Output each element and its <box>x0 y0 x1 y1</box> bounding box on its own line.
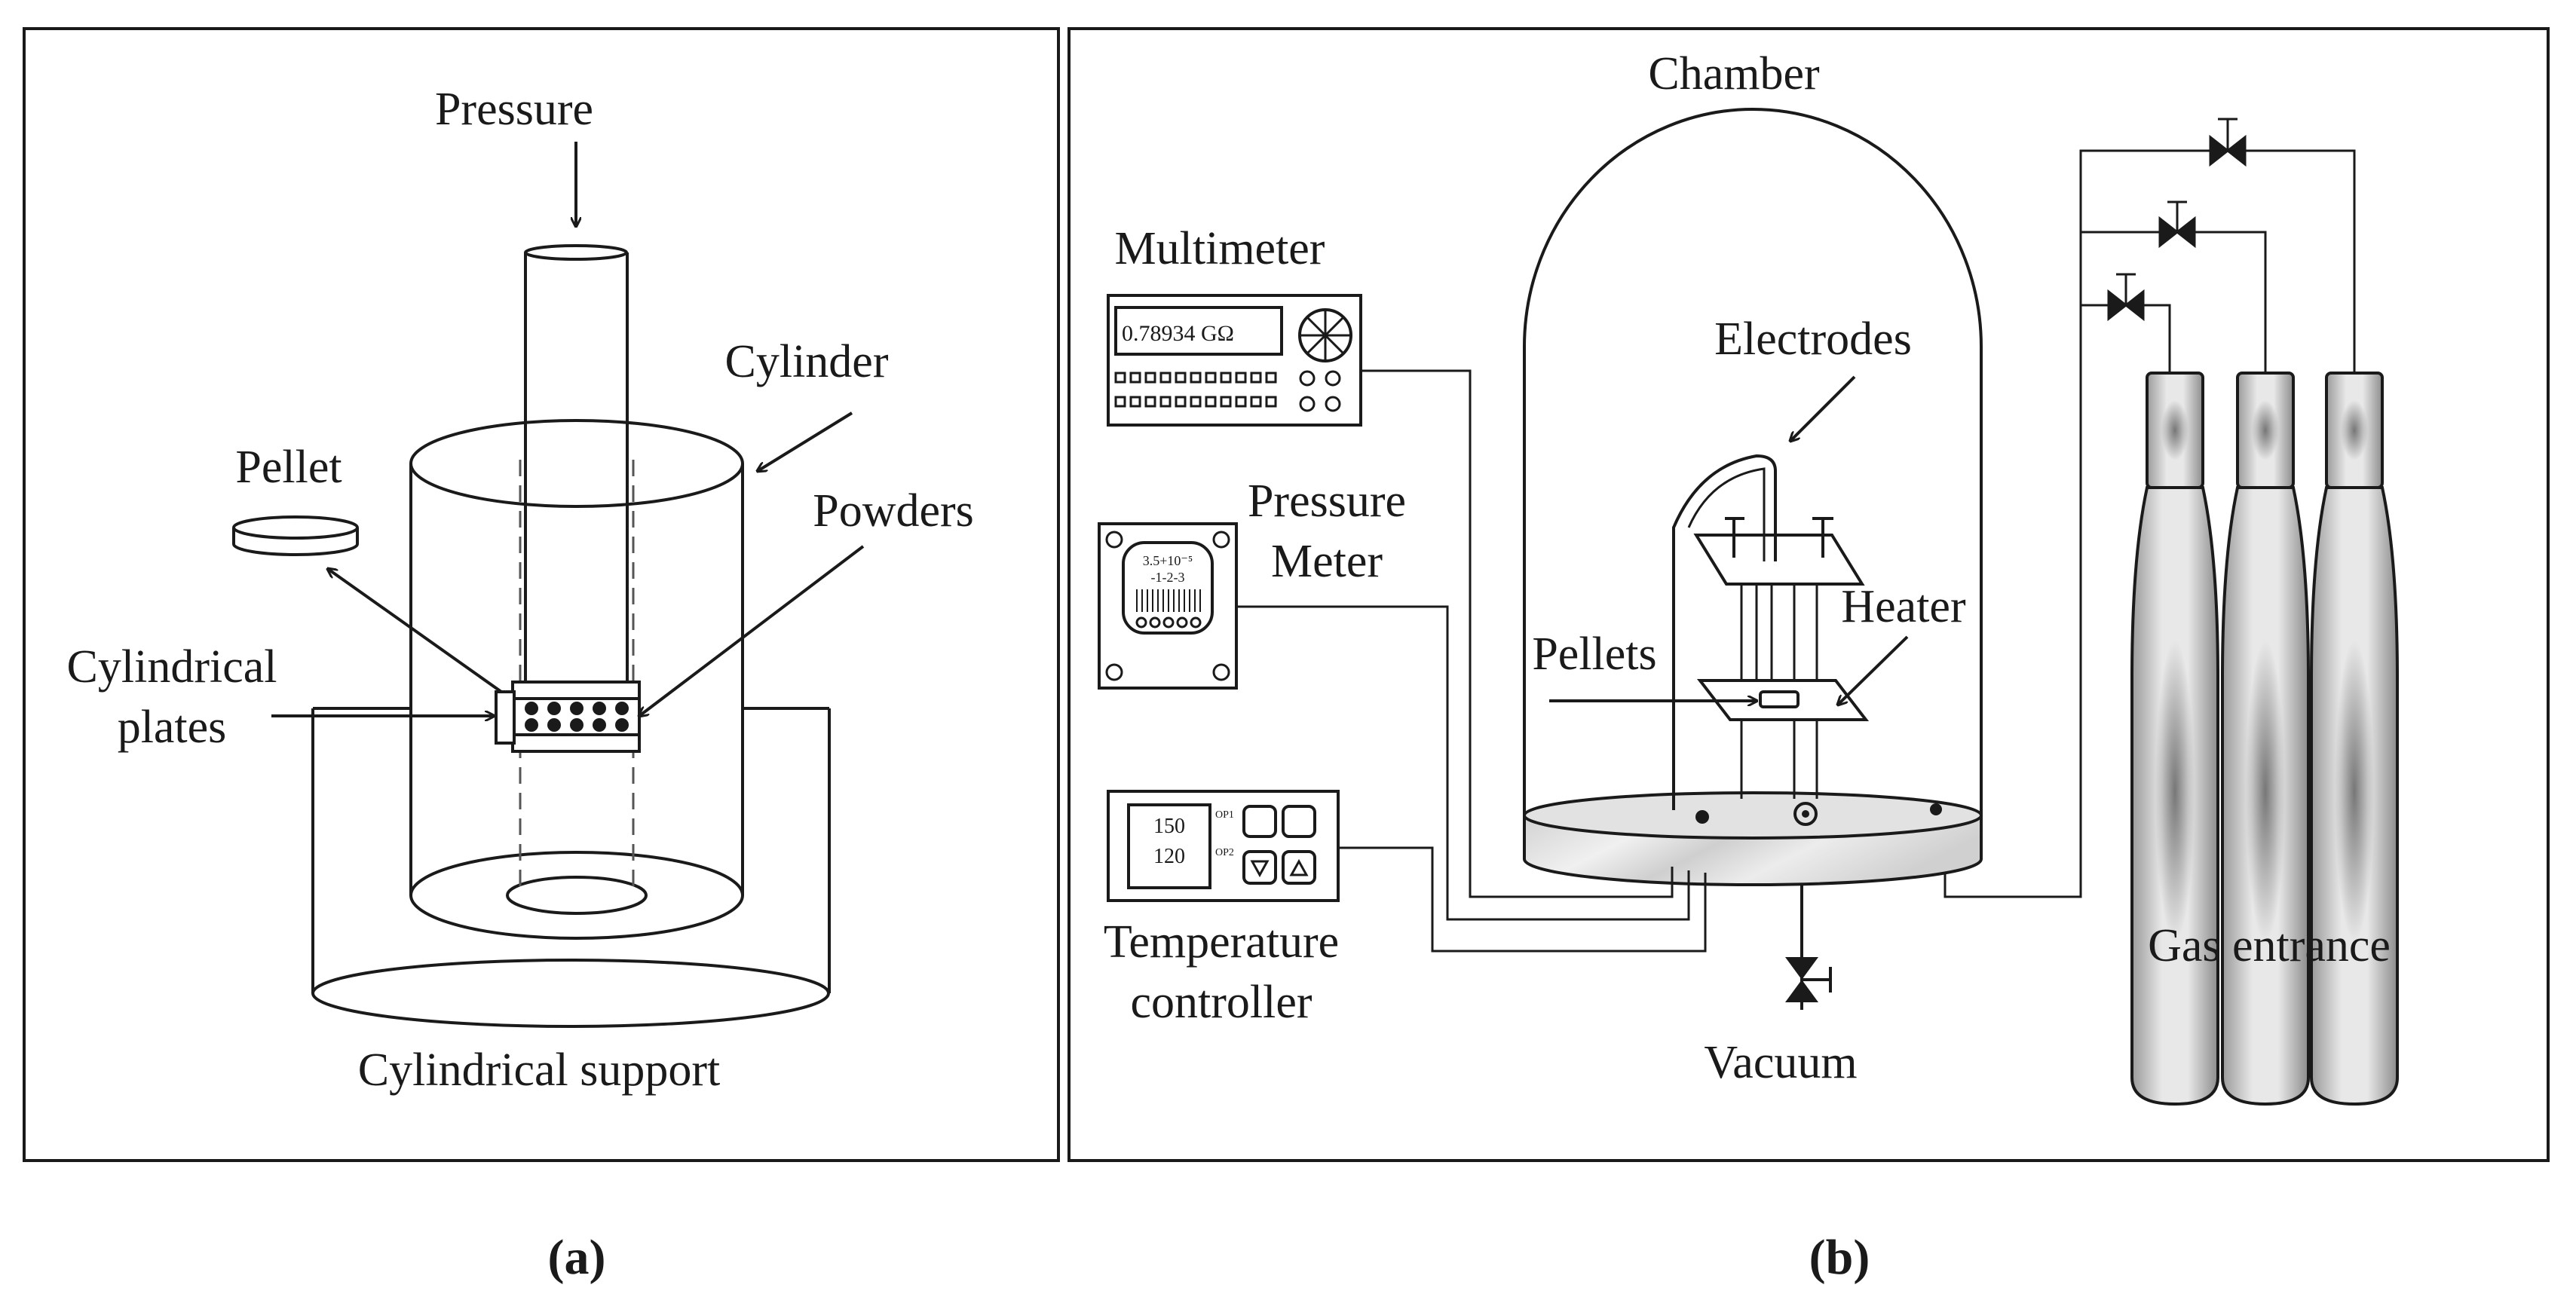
gas-lines <box>1943 149 2356 898</box>
vacuum-line <box>1785 883 1832 1010</box>
electrode-assembly <box>1672 454 1870 810</box>
cylindrical-support <box>311 707 831 1028</box>
label-gas-entrance: Gas entrance <box>2148 920 2391 971</box>
label-cylinder: Cylinder <box>725 336 889 387</box>
label-pressure: Pressure <box>435 84 593 135</box>
label-chamber: Chamber <box>1648 48 1820 99</box>
caption-b: (b) <box>1809 1230 1870 1285</box>
gas-valves <box>2107 118 2247 322</box>
pellet-arrow <box>328 569 503 693</box>
cylindrical-plates <box>495 681 641 753</box>
multimeter: 0.78934 GΩ <box>1107 294 1362 427</box>
panel-b-frame <box>1067 27 2550 1162</box>
label-temperature-controller-2: controller <box>1130 977 1312 1028</box>
wiring <box>1236 369 1707 953</box>
gas-cylinder-3 <box>2310 372 2399 1106</box>
chamber-bell <box>1523 108 1983 815</box>
label-vacuum: Vacuum <box>1704 1037 1857 1088</box>
chamber-base <box>1523 791 1983 886</box>
label-pellet: Pellet <box>235 442 342 493</box>
piston <box>524 244 629 690</box>
gas-cylinder-1 <box>2130 372 2219 1106</box>
gas-cylinders <box>2130 372 2399 1106</box>
label-multimeter: Multimeter <box>1115 223 1325 274</box>
op1-label: OP1 <box>1215 809 1234 821</box>
electrodes-arrow <box>1790 375 1856 441</box>
label-pressure-meter-1: Pressure <box>1248 476 1406 527</box>
label-powders: Powders <box>813 485 974 537</box>
gas-cylinder-2 <box>2221 372 2310 1106</box>
label-temperature-controller-1: Temperature <box>1104 916 1339 968</box>
label-cylindrical-support: Cylindrical support <box>358 1044 720 1096</box>
pressure-meter: 3.5+10⁻⁵ -1-2-3 <box>1098 522 1238 690</box>
pellet <box>232 515 359 556</box>
label-pressure-meter-2: Meter <box>1271 536 1383 587</box>
label-cylindrical-plates-2: plates <box>118 702 227 753</box>
caption-a: (a) <box>548 1230 606 1285</box>
powder-dots <box>525 702 629 732</box>
multimeter-reading: 0.78934 GΩ <box>1122 321 1234 346</box>
label-heater: Heater <box>1841 581 1966 632</box>
label-pellets: Pellets <box>1532 629 1656 680</box>
temperature-controller: 150 120 OP1 OP2 <box>1107 790 1340 902</box>
op2-label: OP2 <box>1215 847 1234 858</box>
pressure-meter-display-2: -1-2-3 <box>1151 570 1185 585</box>
powders-arrow <box>639 545 865 716</box>
panel-a-frame <box>23 27 1060 1162</box>
cylinder-arrow <box>758 411 853 471</box>
pressure-meter-display-1: 3.5+10⁻⁵ <box>1143 553 1193 568</box>
label-cylindrical-plates-1: Cylindrical <box>67 641 277 693</box>
temp-display-1: 150 <box>1153 815 1185 838</box>
temp-display-2: 120 <box>1153 845 1185 868</box>
label-electrodes: Electrodes <box>1714 314 1912 365</box>
panel-b: Chamber Electrodes <box>1067 27 2550 1162</box>
panel-a: Pressure <box>23 27 1060 1162</box>
heater-arrow <box>1838 635 1909 705</box>
cylinder <box>409 419 744 940</box>
